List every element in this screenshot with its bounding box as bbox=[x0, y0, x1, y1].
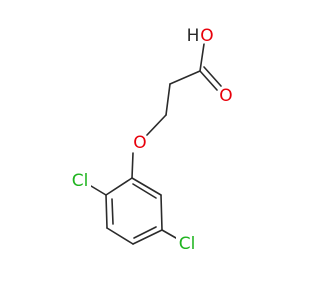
ring-inner-4-5 bbox=[133, 226, 157, 239]
atoms: O H O O Cl Cl bbox=[69, 26, 235, 254]
bond-ring-cl-bottom bbox=[161, 229, 177, 239]
bond-ring-cl-top bbox=[90, 185, 107, 196]
bond-c1-c2 bbox=[169, 70, 201, 85]
ring-inner-2-3 bbox=[111, 198, 114, 225]
bond-o-ether-ring bbox=[131, 152, 134, 179]
ring-bond-2-3 bbox=[105, 194, 108, 229]
bond-c1-oh bbox=[199, 43, 205, 72]
bond-c3-o-ether bbox=[146, 114, 167, 136]
chlorine-bottom-label: Cl bbox=[179, 234, 196, 254]
hydroxyl-hydrogen-label: H bbox=[187, 26, 200, 46]
carbonyl-oxygen-label: O bbox=[219, 86, 232, 106]
ether-oxygen-label: O bbox=[133, 133, 146, 153]
hydroxyl-oxygen-label: O bbox=[200, 26, 213, 46]
bonds bbox=[90, 43, 222, 245]
ring-bond-5-6 bbox=[160, 194, 163, 231]
ring-bond-4-5 bbox=[132, 229, 163, 245]
ring-bond-3-4 bbox=[106, 227, 134, 245]
ring-bond-6-1 bbox=[131, 177, 162, 196]
bond-c1-o-double-b bbox=[203, 66, 222, 87]
structure-diagram: O H O O Cl Cl bbox=[69, 26, 235, 254]
bond-c2-c3 bbox=[165, 83, 171, 116]
ring-inner-6-1 bbox=[132, 183, 157, 199]
chlorine-top-label: Cl bbox=[72, 171, 89, 191]
bond-c1-o-double-a bbox=[199, 70, 218, 91]
ring-bond-1-2 bbox=[105, 177, 133, 196]
